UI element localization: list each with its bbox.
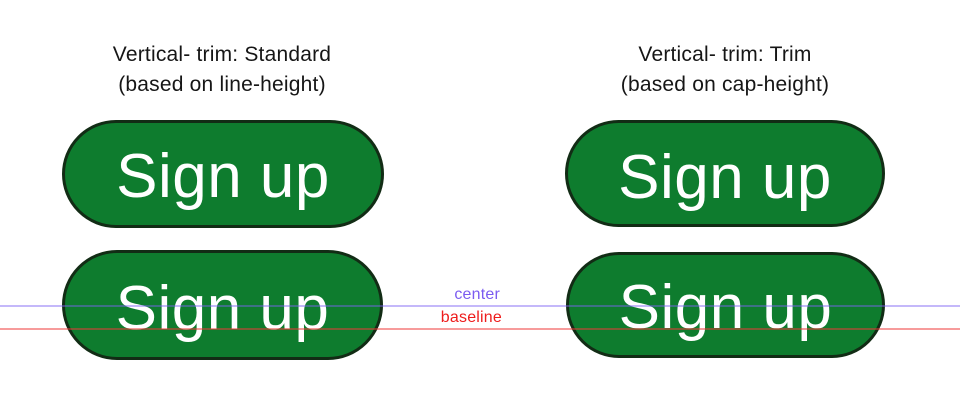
left-column-title: Vertical- trim: Standard (based on line-… [40, 40, 404, 100]
sign-up-button-standard-with-guides[interactable]: Sign up [62, 250, 383, 360]
sign-up-button-standard[interactable]: Sign up [62, 120, 384, 228]
right-title-line1: Vertical- trim: Trim [638, 43, 812, 66]
center-guide-label: center [454, 286, 500, 303]
sign-up-button-trim[interactable]: Sign up [565, 120, 885, 227]
sign-up-button-trim-label: Sign up [618, 142, 832, 212]
sign-up-button-trim-with-guides[interactable]: Sign up [566, 252, 885, 358]
sign-up-button-standard-label: Sign up [116, 142, 330, 211]
sign-up-button-trim-with-guides-label: Sign up [618, 273, 833, 342]
baseline-guide-label: baseline [440, 309, 502, 326]
sign-up-button-standard-with-guides-label: Sign up [115, 274, 330, 343]
right-column-title: Vertical- trim: Trim (based on cap-heigh… [543, 40, 907, 100]
left-title-line1: Vertical- trim: Standard [112, 43, 332, 66]
right-title-line2: (based on cap-height) [620, 73, 830, 96]
left-title-line2: (based on line-height) [118, 73, 326, 96]
